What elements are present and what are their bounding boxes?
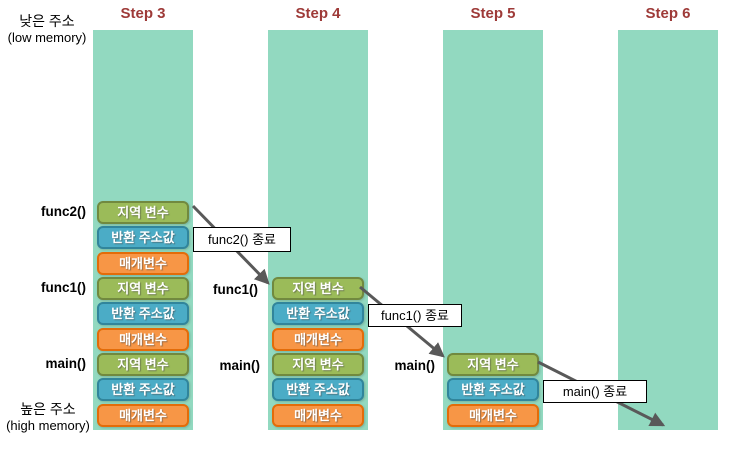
step3-header: Step 3 bbox=[120, 5, 166, 22]
stack-box-params: 매개변수 bbox=[447, 404, 539, 427]
func2-end-label: func2() 종료 bbox=[193, 227, 291, 252]
high-memory-label-en: (high memory) bbox=[6, 418, 90, 433]
step3-func2-label: func2() bbox=[41, 204, 86, 219]
step4-header: Step 4 bbox=[295, 5, 341, 22]
stack-box-params: 매개변수 bbox=[272, 404, 364, 427]
func1-end-label: func1() 종료 bbox=[368, 304, 462, 327]
high-memory-label: 높은 주소 (high memory) bbox=[0, 400, 96, 433]
high-memory-label-ko: 높은 주소 bbox=[20, 401, 76, 417]
step6-header: Step 6 bbox=[645, 5, 691, 22]
low-memory-label: 낮은 주소 (low memory) bbox=[2, 12, 92, 45]
stack-box-local-vars: 지역 변수 bbox=[447, 353, 539, 376]
stack-box-return-addr: 반환 주소값 bbox=[447, 378, 539, 401]
stack-box-local-vars: 지역 변수 bbox=[97, 353, 189, 376]
stack-box-params: 매개변수 bbox=[97, 252, 189, 275]
main-end-label: main() 종료 bbox=[543, 380, 647, 403]
stack-box-params: 매개변수 bbox=[272, 328, 364, 351]
step3-main-label: main() bbox=[45, 356, 87, 371]
stack-box-local-vars: 지역 변수 bbox=[272, 353, 364, 376]
step5-main-label: main() bbox=[394, 358, 436, 373]
stack-box-local-vars: 지역 변수 bbox=[97, 277, 189, 300]
step5-header: Step 5 bbox=[470, 5, 516, 22]
stack-box-return-addr: 반환 주소값 bbox=[272, 378, 364, 401]
stack-box-return-addr: 반환 주소값 bbox=[97, 378, 189, 401]
stack-box-params: 매개변수 bbox=[97, 328, 189, 351]
step3-func1-label: func1() bbox=[41, 280, 86, 295]
stack-box-local-vars: 지역 변수 bbox=[272, 277, 364, 300]
step4-func1-label: func1() bbox=[213, 282, 258, 297]
stack-box-params: 매개변수 bbox=[97, 404, 189, 427]
stack-box-return-addr: 반환 주소값 bbox=[97, 302, 189, 325]
stack-box-local-vars: 지역 변수 bbox=[97, 201, 189, 224]
memory-column-step6 bbox=[618, 30, 718, 430]
low-memory-label-ko: 낮은 주소 bbox=[19, 13, 75, 29]
low-memory-label-en: (low memory) bbox=[7, 30, 87, 45]
stack-box-return-addr: 반환 주소값 bbox=[272, 302, 364, 325]
step4-main-label: main() bbox=[219, 358, 261, 373]
stack-box-return-addr: 반환 주소값 bbox=[97, 226, 189, 249]
